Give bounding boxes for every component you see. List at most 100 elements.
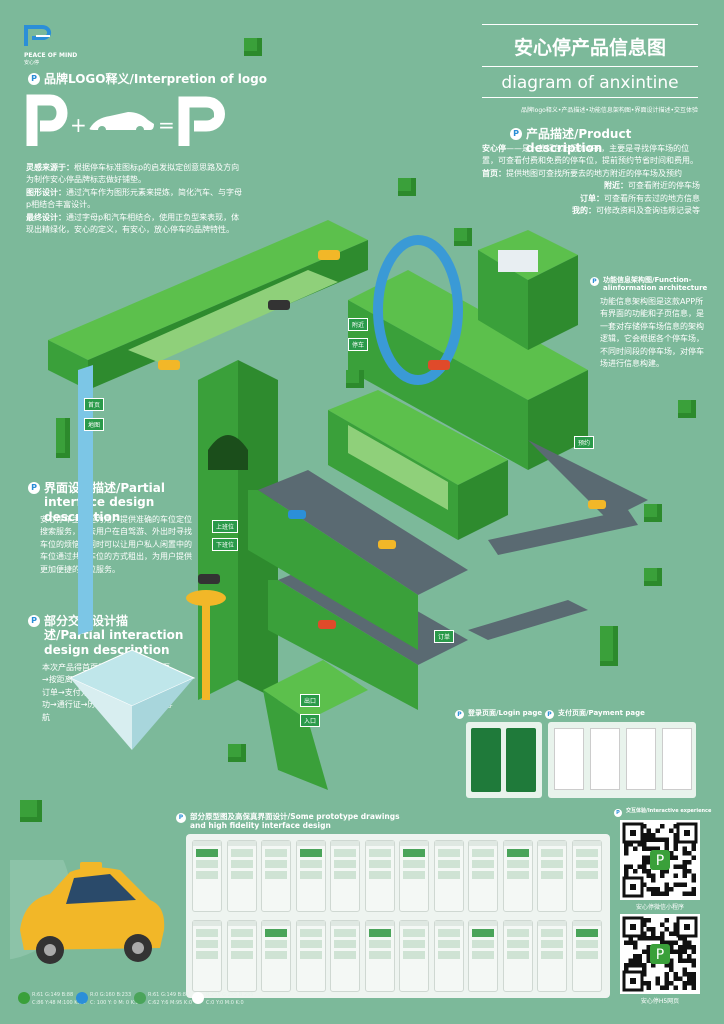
road-sign: 停车 — [348, 338, 369, 351]
prototype-screen — [468, 840, 498, 912]
mini-program-qr[interactable]: P — [620, 820, 700, 900]
product-section-title: P 产品描述/Product description — [510, 127, 710, 156]
car-icon — [588, 500, 606, 509]
prototype-screen — [399, 840, 429, 912]
product-description: 安心停——是一款绿色出行的APP，主要是寻找停车场的位置，可查看付费和免费的停车… — [482, 144, 700, 215]
p-badge-icon: P — [28, 615, 40, 627]
prototype-screen — [295, 920, 326, 992]
p-badge-icon: P — [590, 277, 599, 286]
pyramid-decor — [70, 650, 196, 750]
road-sign: 附近 — [348, 318, 369, 331]
road-sign: 首页 — [84, 398, 105, 411]
road-sign: 出口 — [300, 694, 321, 707]
isometric-illustration — [48, 220, 648, 790]
road-sign: 入口 — [300, 714, 321, 727]
decor-cube — [20, 800, 42, 822]
prototype-screen — [399, 920, 429, 992]
qr-code-icon: P — [622, 916, 698, 992]
svg-text:P: P — [656, 947, 664, 963]
svg-text:P: P — [656, 853, 664, 869]
car-silhouette-icon — [89, 112, 154, 134]
brand-p-icon — [24, 25, 51, 46]
prototype-screen — [330, 920, 360, 992]
road-sign: 订单 — [434, 630, 455, 643]
color-swatch — [76, 992, 88, 1004]
login-screen — [506, 728, 536, 792]
prototype-screen — [571, 840, 602, 912]
decor-cube — [56, 418, 70, 458]
function-description: 功能信息架构图是这款APP所有界面的功能和子页信息，是一套对存储停车场信息的架构… — [600, 297, 704, 368]
decor-cube — [644, 568, 662, 586]
car-icon — [268, 300, 290, 310]
prototype-screen — [433, 920, 464, 992]
h5-qr[interactable]: P — [620, 914, 700, 994]
car-icon — [318, 250, 340, 260]
prototype-screen — [192, 920, 222, 992]
letter-p-icon — [26, 94, 68, 146]
prototype-screen — [226, 840, 257, 912]
p-badge-icon: P — [28, 73, 40, 85]
payment-screens — [548, 722, 696, 798]
decor-cube — [678, 400, 696, 418]
login-page-title: P 登录页面/Login page — [455, 709, 575, 719]
road-sign: 上班位 — [212, 520, 239, 533]
decor-cube — [644, 504, 662, 522]
page-title: 安心停产品信息图 — [513, 37, 666, 59]
p-badge-icon: P — [510, 128, 522, 140]
car-icon — [378, 540, 396, 549]
p-badge-icon: P — [614, 809, 622, 817]
breadcrumb: 品牌logo释义•产品描述•功能信息架构图•界面设计描述•交互体验 — [521, 107, 698, 114]
p-badge-icon: P — [28, 482, 40, 494]
mini-program-label: 安心停微信小程序 — [635, 904, 684, 911]
prototype-screen — [433, 840, 464, 912]
interface-section-title: P 界面设计描述/Partial interface design descri… — [28, 481, 198, 524]
decor-cube — [398, 178, 416, 196]
color-swatch — [192, 992, 204, 1004]
decor-cube — [228, 744, 246, 762]
interactive-title: P 交互体验/Interactive experience — [614, 808, 718, 817]
svg-text:+: + — [70, 113, 87, 137]
prototype-screen — [295, 840, 326, 912]
payment-screen — [554, 728, 584, 790]
function-section-title: P 功能信息架构图/Function-alinformation archite… — [590, 276, 710, 293]
taxi-illustration — [10, 860, 165, 964]
qr-code-icon: P — [622, 822, 698, 898]
prototype-panel — [186, 834, 610, 998]
p-badge-icon: P — [176, 813, 186, 823]
prototype-screen — [364, 840, 395, 912]
color-swatch — [18, 992, 30, 1004]
page-subtitle: diagram of anxintine — [501, 73, 679, 93]
prototype-screen — [226, 920, 257, 992]
header: 安心停产品信息图 diagram of anxintine 品牌logo释义•产… — [482, 24, 698, 114]
decor-cube — [454, 228, 472, 246]
login-screens — [466, 722, 542, 798]
prototype-screen — [261, 920, 291, 992]
prototype-screen — [192, 840, 222, 912]
login-screen — [471, 728, 501, 792]
prototype-screen — [364, 920, 395, 992]
car-icon — [428, 360, 450, 370]
logo-section-title: P 品牌LOGO释义/Interpretion of logo — [28, 72, 288, 86]
decor-cube — [346, 370, 364, 388]
brand-line1: PEACE OF MIND — [24, 52, 78, 59]
prototype-screen — [330, 840, 360, 912]
prototype-screen — [502, 920, 533, 992]
p-badge-icon: P — [455, 710, 464, 719]
prototype-screen — [537, 840, 567, 912]
prototype-section-title: P 部分原型图及高保真界面设计/Some prototype drawings … — [176, 812, 406, 830]
car-icon — [288, 510, 306, 519]
prototype-screen — [261, 840, 291, 912]
payment-screen — [662, 728, 692, 790]
road-sign: 地图 — [84, 418, 105, 431]
prototype-screen — [571, 920, 602, 992]
logo-description: 灵感来源于：根据停车标准图标p的启发拟定创意思路及方向为制作安心停品牌标志做好铺… — [26, 163, 242, 234]
car-icon — [198, 574, 220, 584]
logo-equation: + = — [24, 92, 234, 150]
payment-screen — [590, 728, 620, 790]
road-sign: 预约 — [574, 436, 595, 449]
brand-logo: PEACE OF MIND 安心停 — [24, 24, 94, 66]
decor-cube — [244, 38, 262, 56]
